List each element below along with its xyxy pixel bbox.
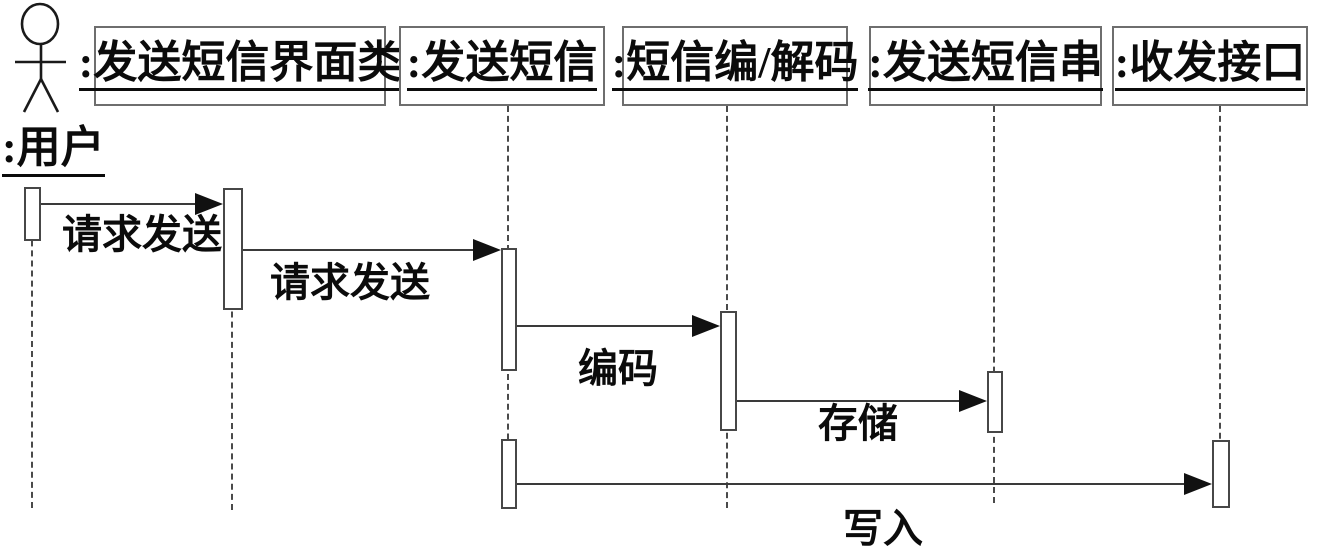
- object-label: :发送短信: [406, 41, 598, 91]
- activation-send-sms-2: [501, 439, 517, 509]
- lifeline-transceiver-port: [1219, 106, 1221, 508]
- message-label-write: 写入: [843, 506, 923, 551]
- actor-stick-figure-icon: [15, 2, 66, 113]
- object-label: :收发接口: [1114, 41, 1306, 91]
- activation-send-sms-1: [501, 248, 517, 371]
- message-label-request-send-1: 请求发送: [62, 212, 222, 257]
- arrowhead-icon: [1184, 473, 1212, 495]
- activation-sms-ui-class: [223, 188, 243, 310]
- message-label-encode: 编码: [578, 346, 658, 391]
- object-box-send-sms: :发送短信: [399, 26, 605, 106]
- activation-transceiver-port: [1212, 440, 1230, 508]
- message-line-request-send-2: [243, 249, 476, 251]
- lifeline-sms-ui-class: [231, 190, 233, 510]
- message-line-store: [737, 400, 962, 402]
- lifeline-sms-string: [993, 106, 995, 503]
- message-label-request-send-2: 请求发送: [270, 260, 430, 305]
- object-label: :发送短信串: [868, 41, 1103, 91]
- arrowhead-icon: [692, 315, 720, 337]
- message-label-store: 存储: [818, 401, 898, 446]
- activation-user: [24, 187, 41, 241]
- message-line-request-send-1: [41, 203, 198, 205]
- object-box-sms-codec: :短信编/解码: [611, 26, 859, 106]
- message-line-encode: [517, 325, 695, 327]
- object-box-sms-string: :发送短信串: [868, 26, 1103, 106]
- lifeline-sms-codec: [726, 106, 728, 508]
- object-box-sms-ui-class: :发送短信界面类: [78, 26, 402, 106]
- object-box-transceiver-port: :收发接口: [1112, 26, 1308, 106]
- arrowhead-icon: [195, 193, 223, 215]
- activation-sms-codec: [720, 311, 737, 431]
- activation-sms-string: [987, 371, 1003, 433]
- arrowhead-icon: [959, 390, 987, 412]
- lifeline-user: [31, 190, 33, 508]
- message-line-write: [517, 483, 1187, 485]
- actor-label: :用户: [2, 126, 105, 177]
- arrowhead-icon: [473, 239, 501, 261]
- object-label: :发送短信界面类: [78, 41, 402, 91]
- object-label: :短信编/解码: [611, 41, 859, 91]
